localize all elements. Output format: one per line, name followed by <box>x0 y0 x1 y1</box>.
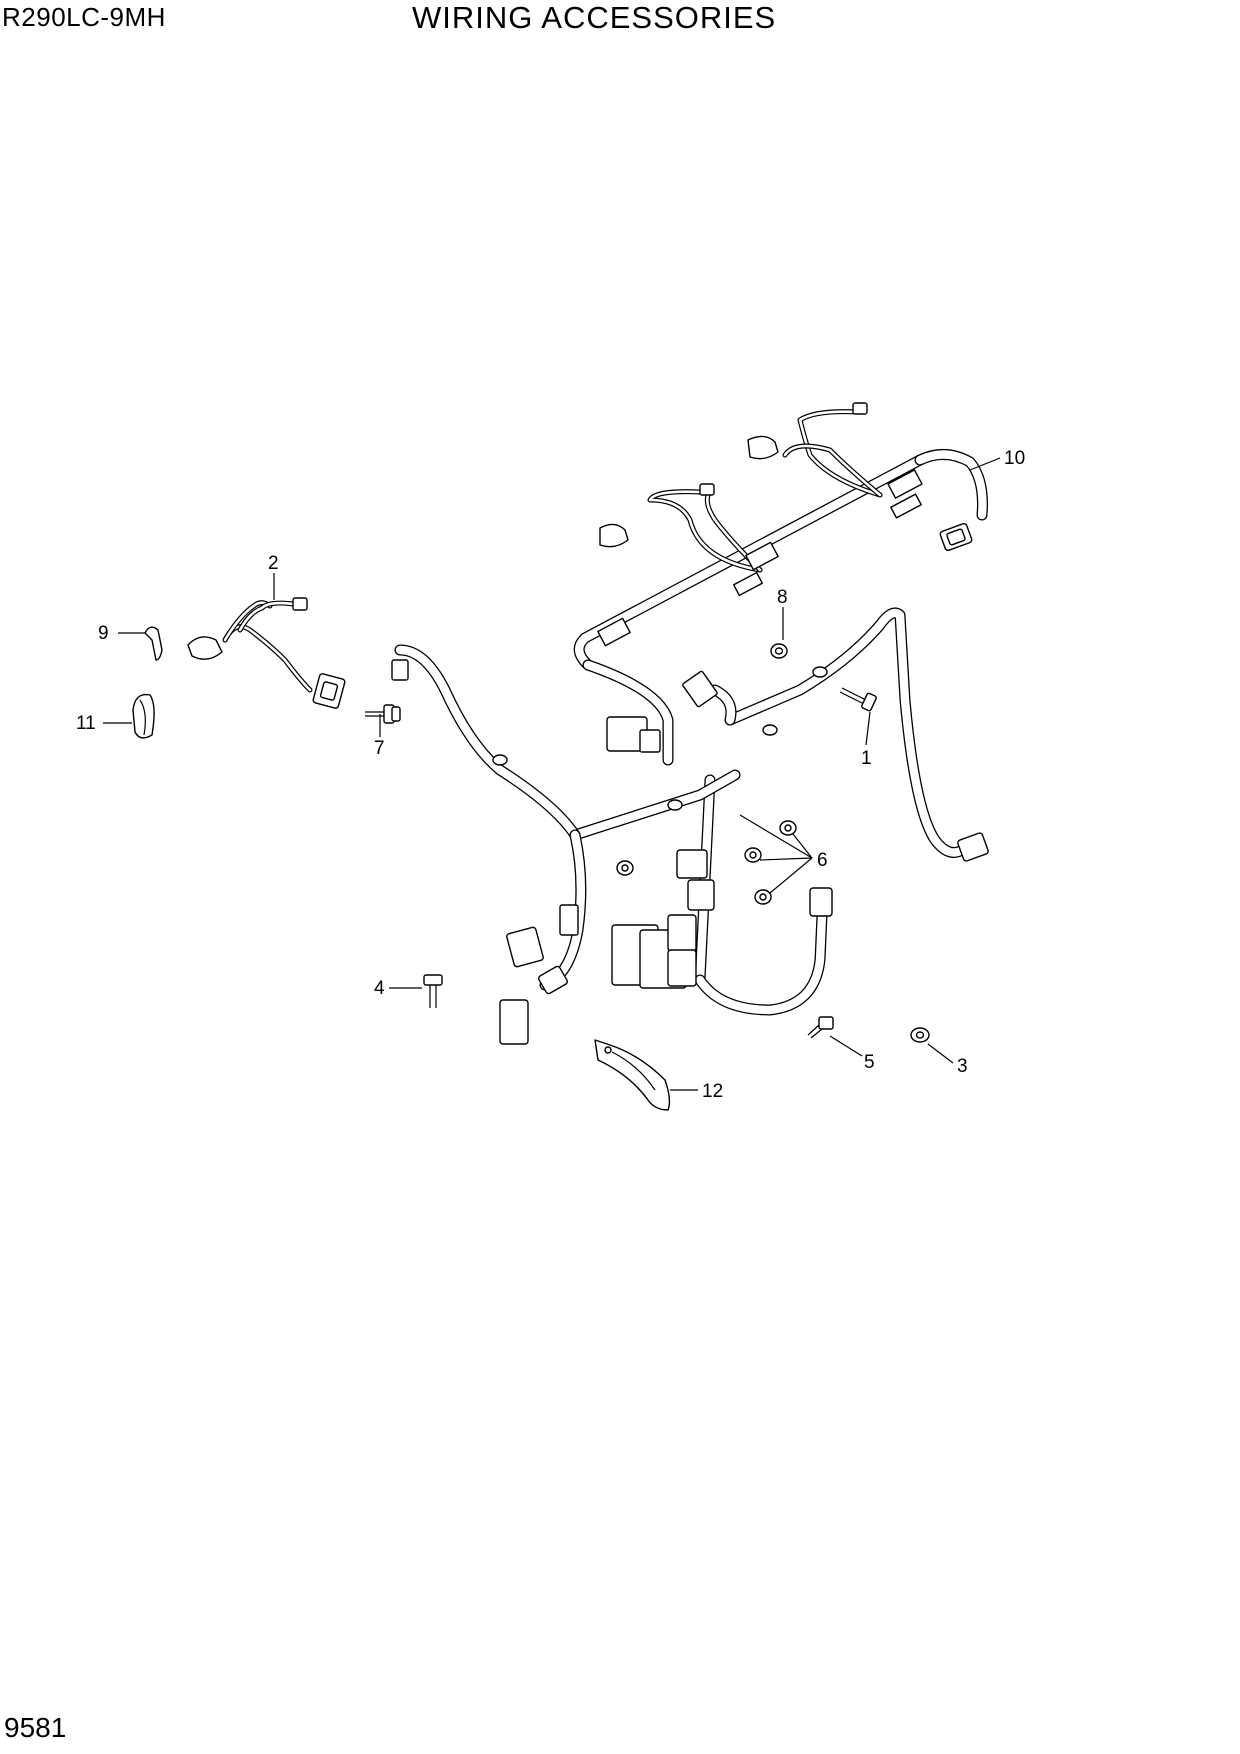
part-1-bolt <box>839 687 877 712</box>
callout-8: 8 <box>777 587 788 608</box>
injector-pigtails <box>647 409 883 573</box>
callout-6: 6 <box>817 850 828 871</box>
part-2-sensor-harness <box>187 597 346 709</box>
part-3-nut <box>910 1027 930 1043</box>
leader-lines <box>103 457 1001 1091</box>
callout-10: 10 <box>1004 448 1025 469</box>
callout-labels: 1 2 3 4 5 6 7 8 9 10 11 12 <box>76 448 1025 1102</box>
callout-1: 1 <box>861 748 872 769</box>
harness-connectors <box>391 402 989 1045</box>
part-4-bolt <box>423 974 443 1008</box>
part-8-nut <box>770 643 788 659</box>
callout-9: 9 <box>98 623 109 644</box>
part-5-bolt <box>807 1016 834 1039</box>
part-11-clamp <box>132 693 155 739</box>
page-number: 9581 <box>4 1712 67 1743</box>
callout-4: 4 <box>374 978 385 999</box>
callout-12: 12 <box>702 1081 723 1102</box>
part-12-bracket <box>594 1039 671 1111</box>
part-7-bolt <box>365 704 401 724</box>
callout-7: 7 <box>374 738 385 759</box>
page-title: WIRING ACCESSORIES <box>412 0 777 35</box>
callout-5: 5 <box>864 1052 875 1073</box>
callout-11: 11 <box>76 713 96 734</box>
callout-2: 2 <box>268 553 279 574</box>
callout-3: 3 <box>957 1056 968 1077</box>
part-6-nuts <box>616 820 797 905</box>
model-number: R290LC-9MH <box>2 2 166 32</box>
part-9-cable-tie <box>144 626 163 661</box>
